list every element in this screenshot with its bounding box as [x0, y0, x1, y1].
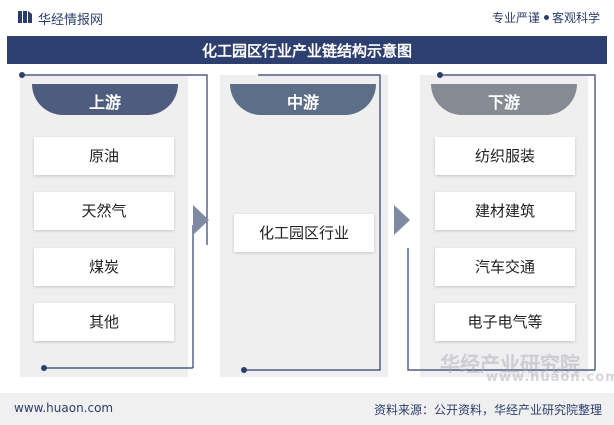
arrow-right-icon	[193, 205, 209, 235]
footer-site: www.huaon.com	[14, 401, 114, 415]
midstream-label: 中游	[286, 93, 319, 112]
slogan-right: 客观科学	[551, 11, 600, 25]
connector-dot	[241, 367, 247, 373]
connector-dot	[41, 365, 47, 371]
downstream-header: 下游	[431, 84, 577, 115]
brand-name: 华经情报网	[38, 13, 104, 28]
downstream-item: 电子电气等	[435, 303, 575, 341]
upstream-item: 原油	[34, 137, 174, 175]
connector-midstream	[244, 74, 381, 371]
top-bar: 华经情报网 专业严谨客观科学	[0, 0, 614, 36]
downstream-item: 建材建筑	[435, 192, 575, 230]
midstream-item: 化工园区行业	[234, 214, 374, 252]
brand-logo-icon	[18, 11, 32, 23]
upstream-item: 其他	[34, 303, 174, 341]
midstream-header: 中游	[230, 84, 376, 115]
title-bar: 化工园区行业产业链结构示意图	[7, 36, 607, 64]
watermark: 华经产业研究院	[440, 352, 580, 376]
downstream-item: 汽车交通	[435, 248, 575, 286]
slogan-left: 专业严谨	[491, 11, 540, 25]
arrow-right-icon	[394, 205, 410, 235]
connector-upstream-top	[22, 74, 208, 245]
upstream-item: 煤炭	[34, 248, 174, 286]
connector-dot	[437, 72, 443, 78]
footer-source: 资料来源：公开资料，华经产业研究院整理	[373, 403, 602, 417]
footer: www.huaon.com 资料来源：公开资料，华经产业研究院整理	[0, 393, 614, 425]
upstream-header: 上游	[32, 84, 178, 115]
page-title: 化工园区行业产业链结构示意图	[201, 42, 412, 60]
slogan-dot	[543, 15, 549, 20]
upstream-label: 上游	[88, 93, 121, 112]
slogan: 专业严谨客观科学	[492, 9, 600, 26]
connector-dot	[19, 72, 25, 78]
connector-downstream	[407, 74, 596, 371]
upstream-item: 天然气	[34, 192, 174, 230]
downstream-item: 纺织服装	[435, 137, 575, 175]
downstream-label: 下游	[487, 93, 520, 112]
watermark-url: www.huaon.com	[486, 370, 614, 385]
